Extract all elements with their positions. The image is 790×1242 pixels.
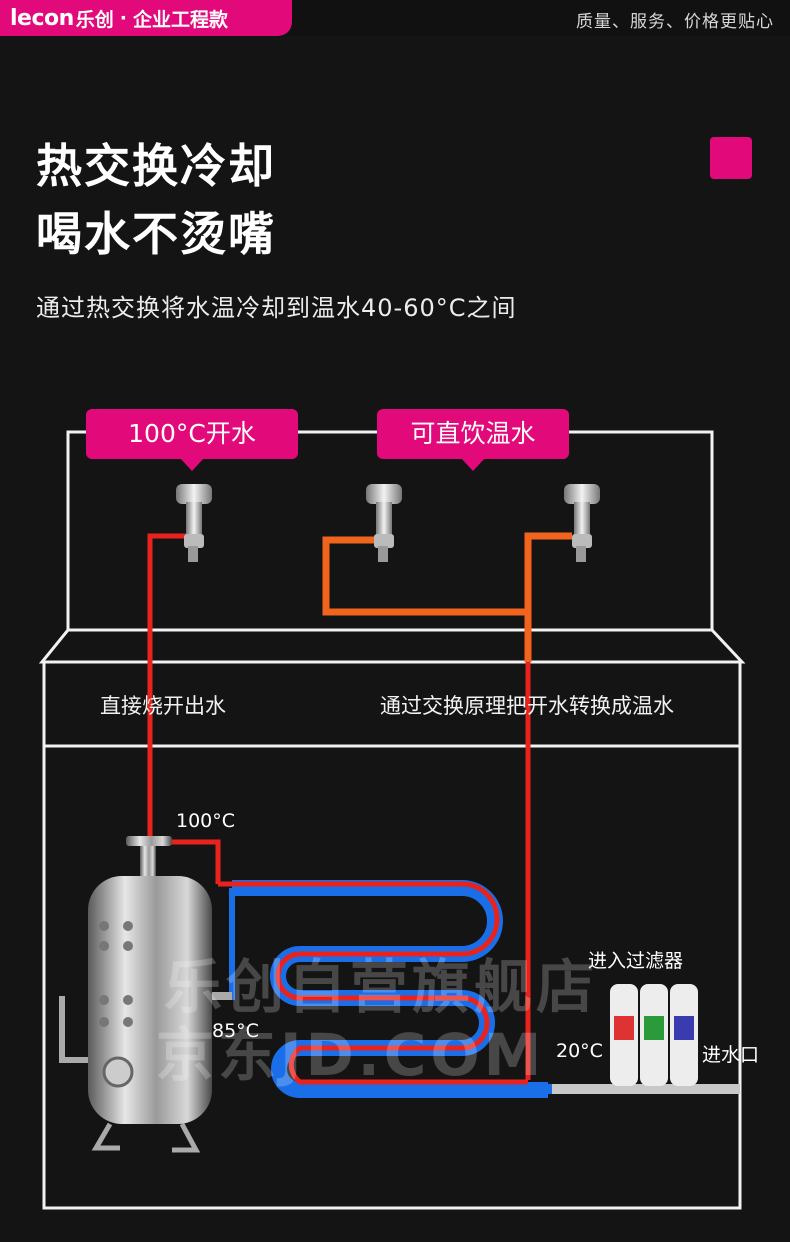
temp-100-label: 100°C (176, 810, 236, 832)
temp-20-label: 20°C (556, 1040, 603, 1062)
inlet-label: 进水口 (702, 1044, 760, 1066)
label-direct-boil: 直接烧开出水 (100, 694, 226, 718)
hero-title-line1: 热交换冷却 (36, 139, 276, 193)
temp-85-label: 85°C (212, 1020, 259, 1042)
tap-warm-right (564, 484, 600, 562)
inlet-pipe (548, 1084, 740, 1094)
label-exchange: 通过交换原理把开水转换成温水 (380, 694, 674, 718)
watermark-jd: 京东JD.COM (156, 1021, 546, 1089)
brand-edition: 企业工程款 (133, 8, 229, 31)
warm-pipe-right (524, 532, 572, 662)
accent-square (710, 137, 752, 179)
tap-warm-middle (366, 484, 402, 562)
hero-title-line2: 喝水不烫嘴 (36, 207, 276, 261)
hero-subtitle: 通过热交换将水温冷却到温水40-60°C之间 (36, 294, 517, 322)
hot-coil (218, 881, 528, 1085)
tag-warm-water: 可直饮温水 (377, 409, 569, 471)
tag-boiling-water: 100°C开水 (86, 409, 298, 471)
boiler-tank (59, 836, 232, 1153)
slogan: 质量、服务、价格更贴心 (576, 12, 774, 32)
filter-label: 进入过滤器 (588, 950, 684, 972)
brand-separator: · (119, 7, 128, 29)
filter-cartridges (610, 984, 698, 1086)
watermark-store: 乐创自营旗舰店 (164, 953, 599, 1021)
warm-pipe-middle (322, 536, 528, 616)
brand-logo-cn: 乐创 (75, 8, 114, 31)
tap-hot (176, 484, 212, 562)
brand-logo: lecon (10, 5, 74, 31)
brand-badge: lecon 乐创 · 企业工程款 (0, 0, 292, 36)
